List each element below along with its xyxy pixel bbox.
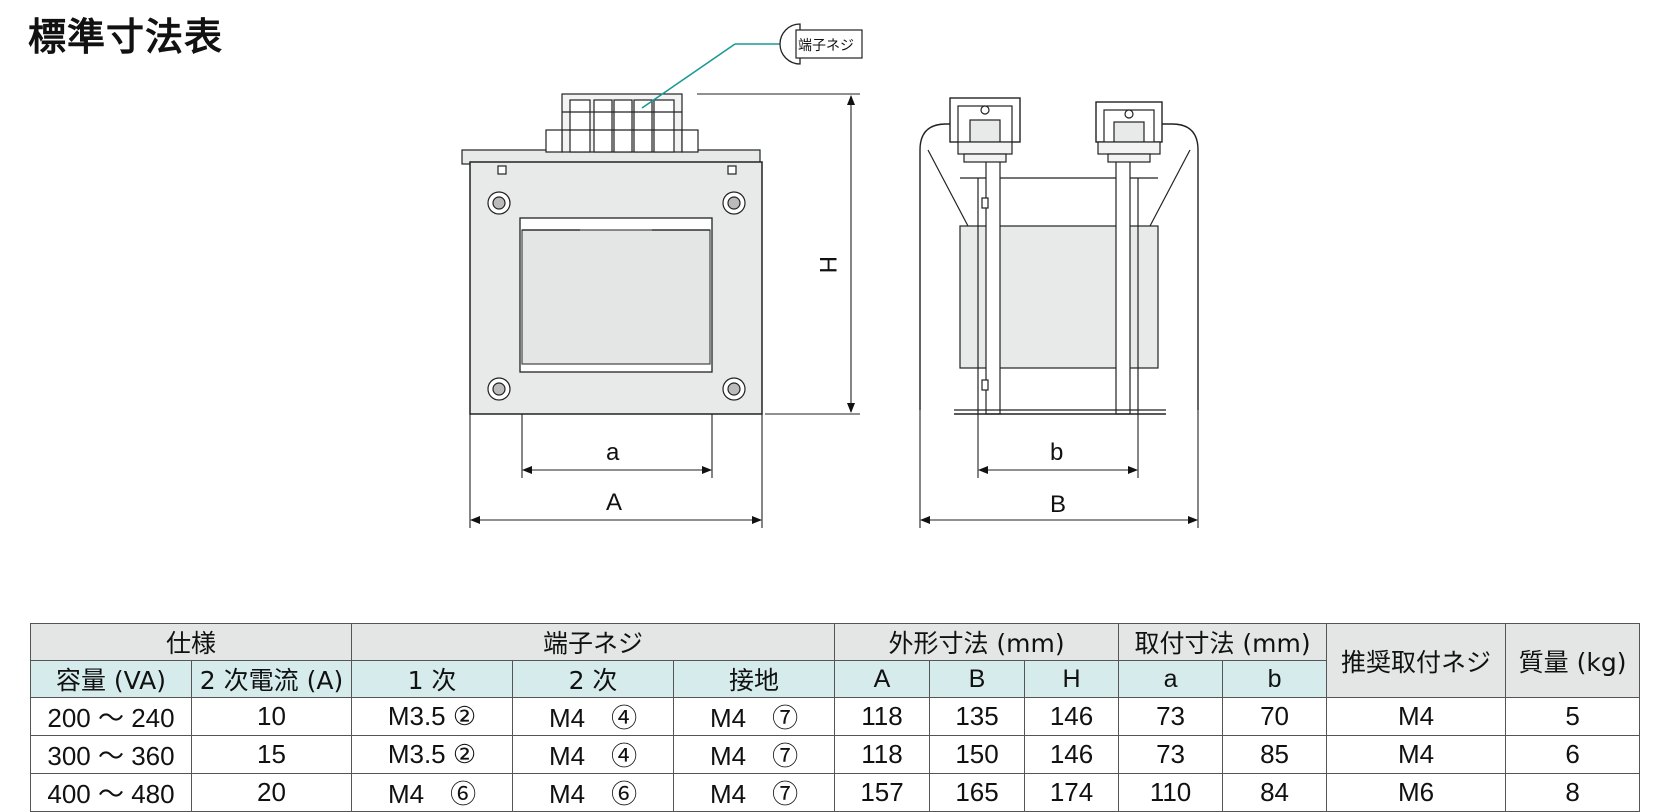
- cell-B: 135: [929, 697, 1026, 736]
- label-a: a: [606, 439, 620, 466]
- label-b: b: [1050, 439, 1063, 466]
- cell-secondary: M4 ④: [512, 735, 675, 774]
- cell-ground: M4 ⑦: [673, 735, 836, 774]
- group-terminal: 端子ネジ: [351, 623, 836, 661]
- cell-capacity: 400 ～ 480: [30, 773, 192, 812]
- header-secondary-current: 2 次電流 (A): [190, 660, 353, 698]
- cell-a: 73: [1118, 697, 1224, 736]
- terminal-block: [545, 93, 699, 153]
- header-H: H: [1024, 660, 1120, 698]
- cell-A: 118: [834, 735, 931, 774]
- dimension-side: [919, 410, 1199, 528]
- cell-b: 85: [1222, 735, 1328, 774]
- dimension-h: [697, 93, 860, 415]
- transformer-drawing: 端子ネジ H a A: [461, 23, 1199, 528]
- cell-secondary: M4 ⑥: [512, 773, 675, 812]
- group-spec: 仕様: [29, 623, 353, 661]
- terminal-screw-callout: 端子ネジ: [641, 23, 863, 109]
- cell-secondary: M4 ④: [512, 697, 675, 736]
- cell-screw: M4: [1326, 697, 1507, 736]
- header-A: A: [834, 660, 931, 698]
- cell-mass: 8: [1505, 773, 1641, 812]
- cell-current: 20: [190, 773, 353, 812]
- label-A: A: [606, 489, 622, 516]
- label-B: B: [1050, 491, 1066, 518]
- terminal-unit-right: [1095, 101, 1163, 163]
- header-mass: 質量 (kg): [1505, 623, 1641, 698]
- cell-primary: M4 ⑥: [351, 773, 514, 812]
- table-row: 200 ～ 240 10 M3.5 ② M4 ④ M4 ⑦ 118 135 14…: [30, 697, 1641, 736]
- cell-capacity: 200 ～ 240: [30, 697, 192, 736]
- cell-primary: M3.5 ②: [351, 735, 514, 774]
- cell-b: 70: [1222, 697, 1328, 736]
- group-outer-dimensions: 外形寸法 (mm): [834, 623, 1120, 661]
- cell-H: 174: [1024, 773, 1120, 812]
- cell-ground: M4 ⑦: [673, 697, 836, 736]
- header-b: b: [1222, 660, 1328, 698]
- header-primary: 1 次: [351, 660, 514, 698]
- group-mount-dimensions: 取付寸法 (mm): [1118, 623, 1328, 661]
- dimension-front: [469, 414, 763, 528]
- cell-a: 73: [1118, 735, 1224, 774]
- cell-A: 118: [834, 697, 931, 736]
- table-subheader-row: 容量 (VA) 2 次電流 (A) 1 次 2 次 接地 A B H a b: [30, 660, 1640, 698]
- cell-H: 146: [1024, 697, 1120, 736]
- side-view: [919, 97, 1199, 415]
- header-B: B: [929, 660, 1026, 698]
- cell-primary: M3.5 ②: [351, 697, 514, 736]
- cell-B: 165: [929, 773, 1026, 812]
- label-H: H: [814, 256, 841, 273]
- cell-current: 10: [190, 697, 353, 736]
- cell-capacity: 300 ～ 360: [30, 735, 192, 774]
- front-view: [461, 93, 763, 415]
- table-group-header-row: 仕様 端子ネジ 外形寸法 (mm) 取付寸法 (mm) 推奨取付ネジ 質量 (k…: [29, 623, 1641, 698]
- cell-B: 150: [929, 735, 1026, 774]
- cell-current: 15: [190, 735, 353, 774]
- table-row: 400 ～ 480 20 M4 ⑥ M4 ⑥ M4 ⑦ 157 165 174 …: [30, 773, 1641, 812]
- page-title: 標準寸法表: [28, 15, 224, 59]
- cell-b: 84: [1222, 773, 1328, 812]
- header-ground: 接地: [673, 660, 836, 698]
- cell-mass: 6: [1505, 735, 1641, 774]
- header-recommended-screw: 推奨取付ネジ: [1326, 623, 1507, 698]
- cell-A: 157: [834, 773, 931, 812]
- dimension-table: 仕様 端子ネジ 外形寸法 (mm) 取付寸法 (mm) 推奨取付ネジ 質量 (k…: [29, 623, 1641, 812]
- cell-screw: M6: [1326, 773, 1507, 812]
- cell-H: 146: [1024, 735, 1120, 774]
- header-capacity: 容量 (VA): [30, 660, 192, 698]
- header-a: a: [1118, 660, 1224, 698]
- cell-mass: 5: [1505, 697, 1641, 736]
- cell-a: 110: [1118, 773, 1224, 812]
- cell-ground: M4 ⑦: [673, 773, 836, 812]
- bolt-holes: [487, 191, 746, 401]
- table-row: 300 ～ 360 15 M3.5 ② M4 ④ M4 ⑦ 118 150 14…: [30, 735, 1641, 774]
- header-secondary: 2 次: [512, 660, 675, 698]
- callout-label: 端子ネジ: [798, 38, 854, 54]
- cell-screw: M4: [1326, 735, 1507, 774]
- terminal-unit-left: [949, 97, 1021, 163]
